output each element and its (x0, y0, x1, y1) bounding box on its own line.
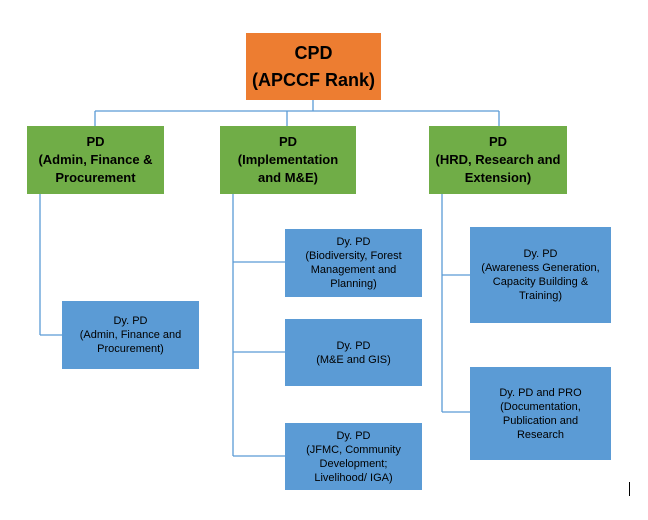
node-subtitle: (Awareness Generation, Capacity Building… (481, 262, 600, 302)
node-dypd-jfmc: Dy. PD (JFMC, Community Development; Liv… (285, 423, 422, 490)
text-cursor (629, 482, 630, 496)
node-title: Dy. PD and PRO (499, 386, 582, 399)
node-dypd-me-gis: Dy. PD (M&E and GIS) (285, 319, 422, 386)
node-title: PD (278, 134, 298, 149)
node-title: Dy. PD (336, 429, 371, 442)
node-cpd-subtitle: (APCCF Rank) (251, 69, 375, 90)
node-dypd-admin-finance: Dy. PD (Admin, Finance and Procurement) (62, 301, 199, 369)
node-title: Dy. PD (523, 248, 558, 260)
node-dypd-biodiversity: Dy. PD (Biodiversity, Forest Management … (285, 229, 422, 297)
node-pd-implementation: PD (Implementation and M&E) (220, 126, 356, 194)
node-subtitle: (M&E and GIS) (316, 353, 391, 366)
node-subtitle: (Documentation, Publication and Research (500, 400, 581, 441)
node-subtitle: (Biodiversity, Forest Management and Pla… (305, 250, 402, 290)
node-dypd-awareness: Dy. PD (Awareness Generation, Capacity B… (470, 227, 611, 323)
node-cpd-title: CPD (294, 42, 333, 63)
node-subtitle: (JFMC, Community Development; Livelihood… (306, 443, 401, 484)
node-title: Dy. PD (336, 339, 371, 352)
node-title: Dy. PD (336, 236, 371, 248)
node-subtitle: (Admin, Finance & Procurement (38, 152, 153, 185)
node-title: PD (86, 134, 105, 149)
node-title: Dy. PD (113, 315, 148, 327)
node-title: PD (488, 134, 508, 149)
node-subtitle: (Implementation and M&E) (237, 152, 339, 185)
node-pd-admin-finance: PD (Admin, Finance & Procurement (27, 126, 164, 194)
node-subtitle: (HRD, Research and Extension) (435, 152, 561, 185)
node-dypd-pro-documentation: Dy. PD and PRO (Documentation, Publicati… (470, 367, 611, 460)
node-subtitle: (Admin, Finance and Procurement) (79, 329, 182, 355)
node-pd-hrd-research: PD (HRD, Research and Extension) (429, 126, 567, 194)
node-cpd: CPD (APCCF Rank) (246, 33, 381, 100)
